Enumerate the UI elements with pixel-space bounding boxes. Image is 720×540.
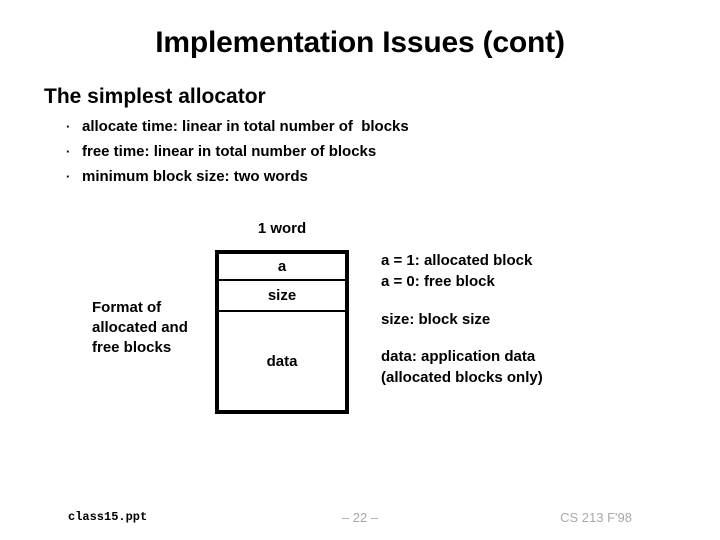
- diagram-width-label: 1 word: [257, 220, 307, 237]
- diagram-side-label: Format of allocated and free blocks: [92, 299, 188, 356]
- list-item: · allocate time: linear in total number …: [66, 114, 626, 139]
- bullet-dot-icon: ·: [66, 144, 71, 159]
- memory-block-diagram: a size data: [215, 250, 349, 414]
- bullet-list: · allocate time: linear in total number …: [66, 114, 626, 189]
- block-cell-size: size: [219, 281, 345, 312]
- body-heading: The simplest allocator: [44, 85, 266, 108]
- annotation-size: size: block size: [381, 311, 491, 328]
- list-item-label: allocate time: linear in total number of…: [82, 118, 409, 135]
- bullet-dot-icon: ·: [66, 169, 71, 184]
- list-item-label: free time: linear in total number of blo…: [82, 143, 377, 160]
- list-item: · free time: linear in total number of b…: [66, 139, 626, 164]
- bullet-dot-icon: ·: [66, 119, 71, 134]
- footer-filename: class15.ppt: [68, 510, 148, 524]
- list-item: · minimum block size: two words: [66, 164, 626, 189]
- footer-course-label: CS 213 F'98: [560, 510, 632, 525]
- list-item-label: minimum block size: two words: [82, 168, 308, 185]
- block-cell-data: data: [219, 312, 345, 410]
- footer-page-number: – 22 –: [341, 510, 379, 525]
- page-title: Implementation Issues (cont): [155, 26, 565, 59]
- annotation-a-flag: a = 1: allocated block a = 0: free block: [381, 252, 533, 290]
- block-cell-a: a: [219, 254, 345, 281]
- annotation-data: data: application data (allocated blocks…: [381, 348, 543, 386]
